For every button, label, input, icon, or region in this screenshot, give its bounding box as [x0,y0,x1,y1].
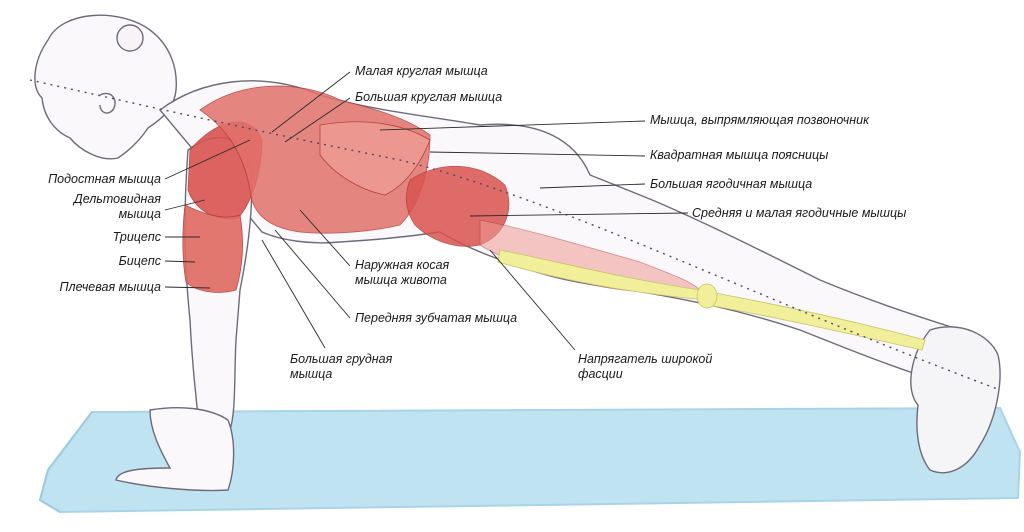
center-line [29,79,1001,391]
knee [696,283,718,309]
head [34,14,177,160]
label-teres-minor: Малая круглая мышца [355,64,488,78]
label-pectoralis-line1: Большая грудная [290,352,393,366]
label-external-oblique-line1: Наружная косая [355,258,450,272]
lumbar-muscles [319,121,431,196]
label-teres-major: Большая круглая мышца [355,90,503,104]
label-deltoid-line2: мышца [118,207,161,221]
shoe [910,326,1001,474]
label-gluteus-maximus: Большая ягодичная мышца [650,177,813,191]
label-pectoralis-line2: мышца [290,367,333,381]
label-tfl-line2: фасции [578,367,623,381]
label-triceps: Трицепс [112,230,161,244]
label-deltoid-line1: Дельтовидная [73,192,161,206]
triceps-muscle [182,204,243,293]
label-biceps: Бицепс [118,254,161,268]
bone-layer [497,249,926,351]
label-serratus-anterior: Передняя зубчатая мышца [355,311,518,325]
tibia [707,291,926,351]
label-quadratus-lumborum: Квадратная мышца поясницы [650,148,829,162]
label-infraspinatus: Подостная мышца [48,172,161,186]
label-tfl-line1: Напрягатель широкой [578,352,713,366]
muscle-layer [182,85,701,293]
label-erector-spinae: Мышца, выпрямляющая позвоночник [650,113,870,127]
label-external-oblique-line2: мышца живота [355,273,447,287]
label-gluteus-medius-minimus: Средняя и малая ягодичные мышцы [692,206,907,220]
leader-lines [164,71,689,351]
forearm-hand [115,406,235,492]
label-brachialis: Плечевая мышца [59,280,161,294]
